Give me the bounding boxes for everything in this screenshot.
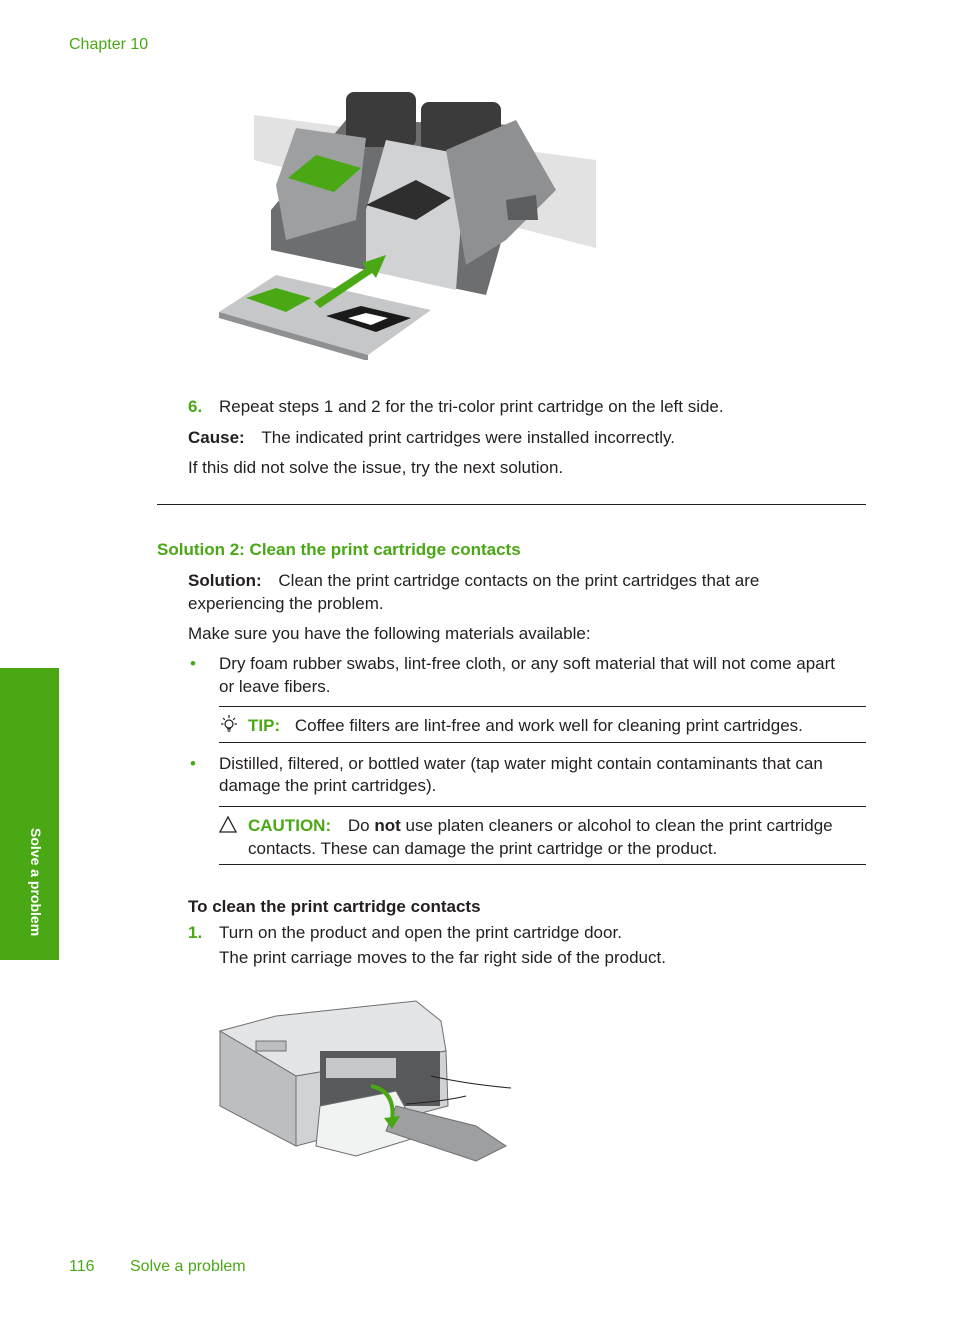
cause-text: The indicated print cartridges were inst… (261, 428, 675, 447)
bullet-text-line2: or leave fibers. (219, 677, 331, 696)
caution-triangle-icon (218, 815, 238, 833)
next-solution-text: If this did not solve the issue, try the… (188, 458, 564, 477)
caution-bottom-rule (219, 864, 866, 865)
caution-pre: Do (347, 816, 370, 835)
caution-emphasis: not (374, 816, 401, 835)
bullet-text-line2: damage the print cartridges). (219, 776, 437, 795)
caution-post: use platen cleaners or alcohol to clean … (405, 816, 833, 835)
step-subtext: The print carriage moves to the far righ… (219, 948, 666, 967)
step-text: Turn on the product and open the print c… (219, 923, 622, 942)
page-number: 116 (69, 1258, 95, 1275)
cartridge-insertion-illustration (219, 92, 596, 360)
bullet-marker: • (190, 654, 196, 673)
caution-label: CAUTION: (248, 816, 332, 835)
step-number: 6. (188, 397, 203, 416)
cause-label: Cause: (188, 428, 245, 447)
solution-label: Solution: (188, 571, 262, 590)
side-tab-label: Solve a problem (28, 828, 44, 937)
tip-label: TIP: (248, 716, 281, 735)
bullet-marker: • (190, 754, 196, 773)
tip-text: Coffee filters are lint-free and work we… (294, 716, 803, 735)
bullet-text-line1: Dry foam rubber swabs, lint-free cloth, … (219, 654, 836, 673)
chapter-label: Chapter 10 (69, 36, 149, 53)
solution-text-line1: Clean the print cartridge contacts on th… (278, 571, 760, 590)
procedure-heading: To clean the print cartridge contacts (188, 897, 481, 916)
materials-intro: Make sure you have the following materia… (188, 624, 591, 643)
solution-heading: Solution 2: Clean the print cartridge co… (157, 540, 521, 559)
tip-top-rule (219, 706, 866, 707)
tip-bottom-rule (219, 742, 866, 743)
step-text: Repeat steps 1 and 2 for the tri-color p… (219, 397, 724, 416)
section-divider (157, 504, 866, 505)
caution-text-line2: contacts. These can damage the print car… (248, 839, 718, 858)
printer-open-door-illustration (218, 1000, 512, 1162)
step-number: 1. (188, 923, 203, 942)
caution-top-rule (219, 806, 866, 807)
side-tab (0, 668, 59, 960)
footer-title: Solve a problem (130, 1258, 246, 1275)
solution-text-line2: experiencing the problem. (188, 594, 384, 613)
bullet-text-line1: Distilled, filtered, or bottled water (t… (219, 754, 823, 773)
lightbulb-icon (221, 715, 237, 732)
